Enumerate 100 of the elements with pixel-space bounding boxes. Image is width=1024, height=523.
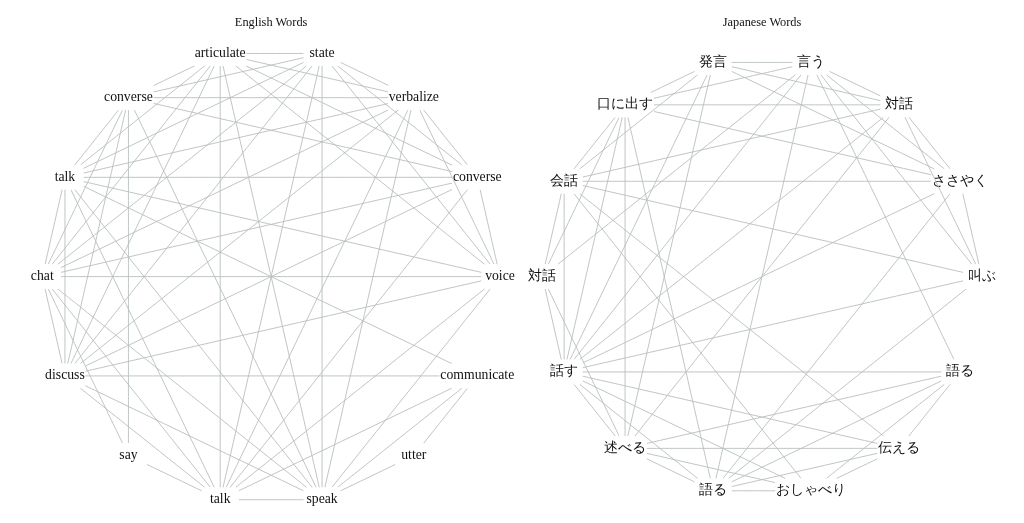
connector	[57, 65, 307, 265]
connector	[246, 53, 304, 54]
connector	[51, 65, 211, 265]
connector	[128, 109, 129, 444]
connector	[83, 62, 304, 169]
connector	[566, 116, 623, 360]
connector	[321, 65, 323, 488]
connector	[829, 71, 881, 97]
node-text: articulate	[194, 44, 246, 60]
connector	[728, 288, 967, 479]
connector	[153, 97, 389, 99]
connector	[70, 65, 215, 364]
connector	[44, 288, 63, 364]
connector	[646, 458, 695, 483]
node-text: speak	[306, 491, 338, 507]
node-text: 発言	[699, 52, 728, 69]
connector	[582, 108, 881, 178]
connector	[627, 116, 711, 479]
node-text: communicate	[440, 367, 515, 383]
connector	[60, 276, 482, 278]
connector	[340, 62, 389, 86]
connector	[245, 65, 453, 166]
connector	[653, 66, 793, 99]
connector	[60, 109, 389, 269]
connector	[134, 109, 317, 488]
connector	[731, 380, 942, 483]
connector	[67, 109, 127, 364]
connector	[544, 193, 562, 265]
connector	[582, 185, 964, 273]
connector	[84, 280, 482, 372]
connector	[573, 384, 616, 437]
connector	[47, 109, 123, 265]
connector	[569, 74, 708, 360]
connector	[153, 65, 195, 86]
connector	[222, 65, 320, 488]
node-text: chat	[30, 268, 54, 284]
connector	[84, 385, 304, 492]
connector	[582, 280, 964, 369]
label: Japanese Words	[722, 15, 802, 30]
connector	[731, 62, 793, 63]
node-text: 会話	[550, 171, 579, 188]
connector	[331, 288, 491, 488]
connector	[83, 176, 453, 178]
connector	[423, 388, 468, 444]
connector	[731, 66, 881, 102]
connector	[579, 384, 698, 479]
connector	[582, 193, 935, 364]
connector	[731, 71, 935, 170]
connector	[731, 490, 776, 492]
node-text: verbalize	[388, 89, 439, 105]
connector	[816, 74, 955, 360]
node-text: 語る	[699, 481, 728, 498]
connector	[84, 375, 440, 377]
connector	[64, 189, 66, 364]
connector	[44, 189, 63, 265]
connector	[238, 499, 304, 501]
connector	[826, 383, 945, 479]
connector	[646, 375, 942, 444]
connector	[225, 109, 409, 488]
connector	[324, 109, 412, 488]
connector	[836, 458, 878, 479]
connector	[340, 464, 396, 492]
node-text: 対話	[528, 267, 557, 284]
connector	[80, 65, 206, 166]
node-text: utter	[401, 446, 427, 462]
connector	[908, 116, 951, 170]
connector	[573, 193, 802, 479]
node-text: 叫ぶ	[967, 267, 996, 284]
connector	[80, 387, 205, 488]
connector	[57, 288, 307, 488]
connector	[238, 387, 453, 492]
connector	[547, 117, 620, 265]
connector	[826, 74, 945, 170]
connector	[653, 111, 932, 176]
connector	[229, 189, 468, 488]
connector	[650, 70, 695, 93]
node-text: discuss	[45, 367, 85, 383]
node-text: talk	[54, 168, 76, 184]
connector	[479, 189, 498, 265]
connector	[235, 65, 485, 265]
node-text: おしゃべり	[775, 481, 846, 498]
connector	[331, 65, 491, 265]
connector	[579, 116, 884, 360]
connector	[646, 447, 878, 449]
node-text: 口に出す	[597, 95, 654, 112]
connector	[573, 117, 616, 170]
connector	[715, 74, 809, 479]
connector	[582, 380, 786, 479]
label: English Words	[234, 15, 308, 30]
connector	[904, 116, 977, 265]
connector	[74, 65, 313, 364]
node-text: state	[309, 44, 335, 60]
connector	[573, 74, 802, 360]
connector	[582, 371, 942, 373]
connector	[634, 116, 890, 437]
connector	[47, 288, 123, 444]
connector	[653, 104, 881, 106]
connector	[627, 74, 711, 437]
connector	[646, 452, 776, 484]
connector	[423, 109, 468, 166]
